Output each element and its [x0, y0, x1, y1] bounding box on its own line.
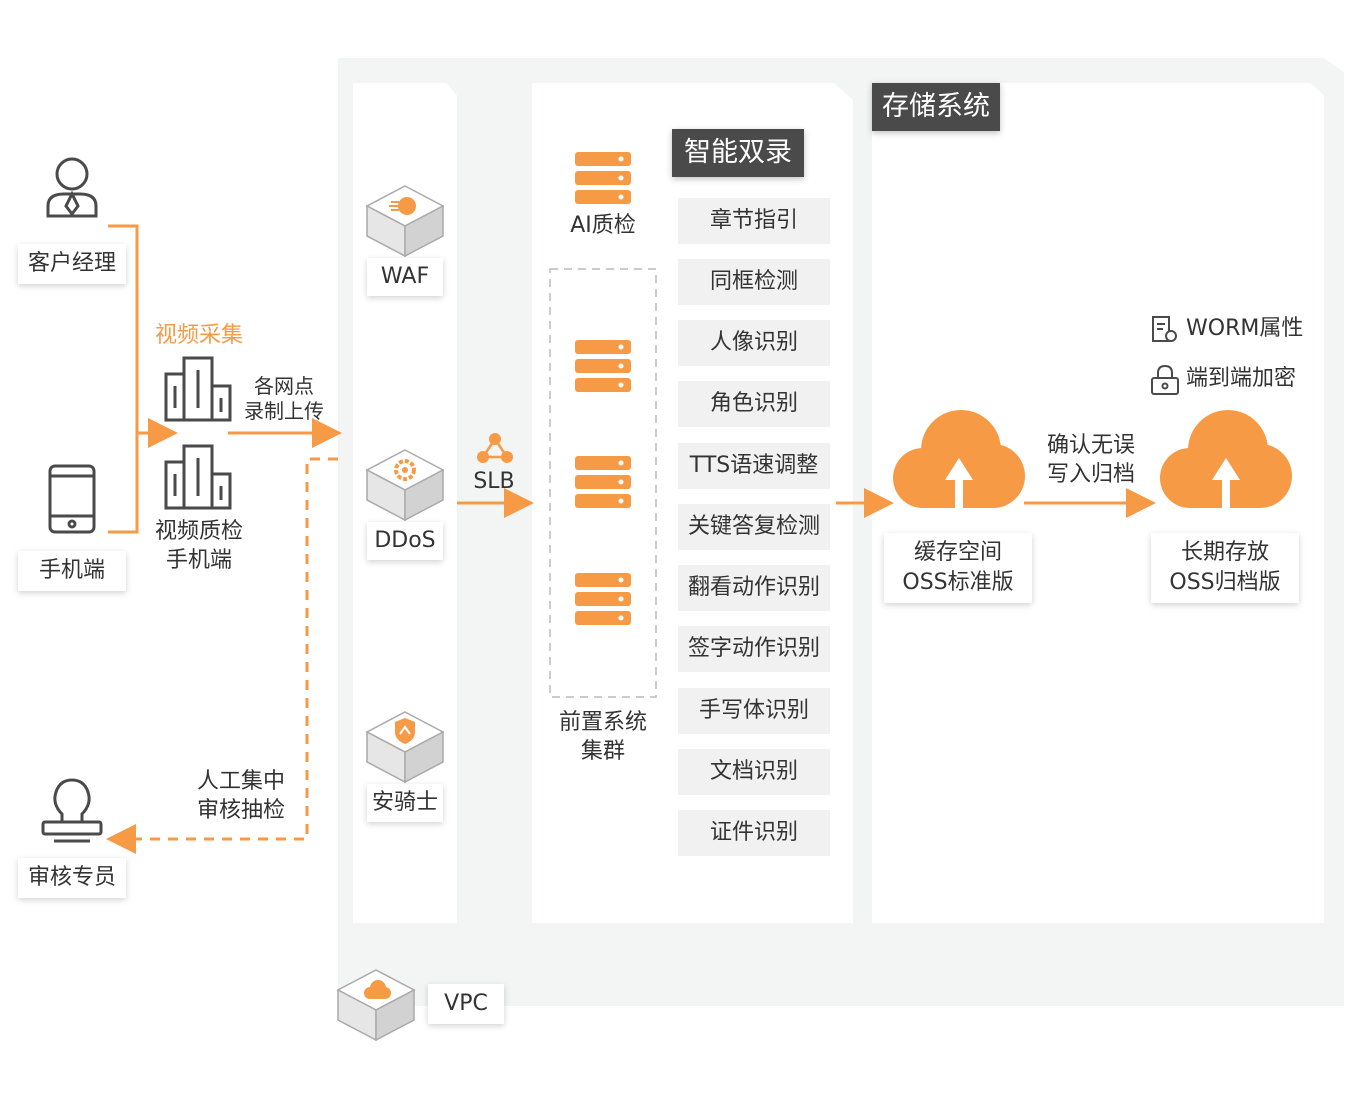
waf-shield-icon — [365, 185, 445, 258]
upload-line2: 录制上传 — [244, 399, 324, 423]
feature-item: 翻看动作识别 — [678, 565, 830, 611]
feature-item: 关键答复检测 — [678, 504, 830, 550]
server-icon-2 — [575, 340, 631, 392]
server-icon-4 — [575, 573, 631, 625]
person-icon — [46, 157, 98, 218]
feature-item: 文档识别 — [678, 749, 830, 795]
long-line1: 长期存放 — [1180, 540, 1269, 565]
ai-qc-label: AI质检 — [570, 213, 636, 238]
storage-title: 存储系统 — [872, 83, 1000, 131]
smart-recording-title: 智能双录 — [672, 129, 804, 177]
cache-label: 缓存空间 OSS标准版 — [884, 533, 1032, 603]
worm-label: WORM属性 — [1186, 316, 1304, 341]
video-qc-line2: 手机端 — [165, 548, 232, 573]
feature-item: 角色识别 — [678, 381, 830, 427]
aegis-shield-icon — [365, 711, 445, 784]
video-capture-text: 视频采集 — [154, 323, 243, 348]
e2e-label: 端到端加密 — [1186, 366, 1297, 391]
phone-icon — [48, 464, 96, 534]
waf-label: WAF — [367, 258, 443, 296]
vpc-cloud-icon — [336, 969, 416, 1042]
manager-label: 客户经理 — [18, 244, 126, 284]
vpc-label: VPC — [428, 984, 504, 1024]
lock-icon — [1151, 364, 1179, 395]
aegis-label: 安骑士 — [367, 784, 443, 822]
mobile-label: 手机端 — [18, 551, 126, 591]
slb-icon — [477, 433, 513, 463]
upload-line1: 各网点 — [254, 374, 314, 398]
ddos-label: DDoS — [367, 522, 443, 560]
long-term-label: 长期存放 OSS归档版 — [1151, 533, 1299, 603]
feature-item: 人像识别 — [678, 320, 830, 366]
cache-line2: OSS标准版 — [902, 570, 1014, 595]
stamp-icon — [41, 778, 103, 843]
ddos-gear-icon — [365, 449, 445, 522]
confirm-line1: 确认无误 — [1046, 433, 1135, 458]
worm-doc-icon — [1152, 316, 1177, 342]
server-icon — [575, 152, 631, 204]
auditor-label: 审核专员 — [18, 858, 126, 898]
slb-label: SLB — [473, 469, 515, 494]
cluster-line1: 前置系统 — [558, 710, 647, 735]
feature-item: 同框检测 — [678, 259, 830, 305]
building-icon-2 — [164, 444, 232, 510]
manual-line1: 人工集中 — [196, 769, 285, 794]
cloud-upload-icon-2 — [1160, 410, 1292, 508]
feature-item: TTS语速调整 — [678, 443, 830, 489]
server-icon-3 — [575, 456, 631, 508]
feature-item: 手写体识别 — [678, 688, 830, 734]
feature-item: 章节指引 — [678, 198, 830, 244]
feature-item: 证件识别 — [678, 810, 830, 856]
confirm-line2: 写入归档 — [1046, 462, 1135, 487]
feature-item: 签字动作识别 — [678, 626, 830, 672]
cache-line1: 缓存空间 — [913, 540, 1002, 565]
long-line2: OSS归档版 — [1169, 570, 1281, 595]
cloud-upload-icon — [893, 410, 1025, 508]
video-qc-line1: 视频质检 — [154, 519, 243, 544]
manual-line2: 审核抽检 — [196, 798, 285, 823]
building-icon — [164, 356, 232, 422]
cluster-line2: 集群 — [580, 739, 625, 764]
